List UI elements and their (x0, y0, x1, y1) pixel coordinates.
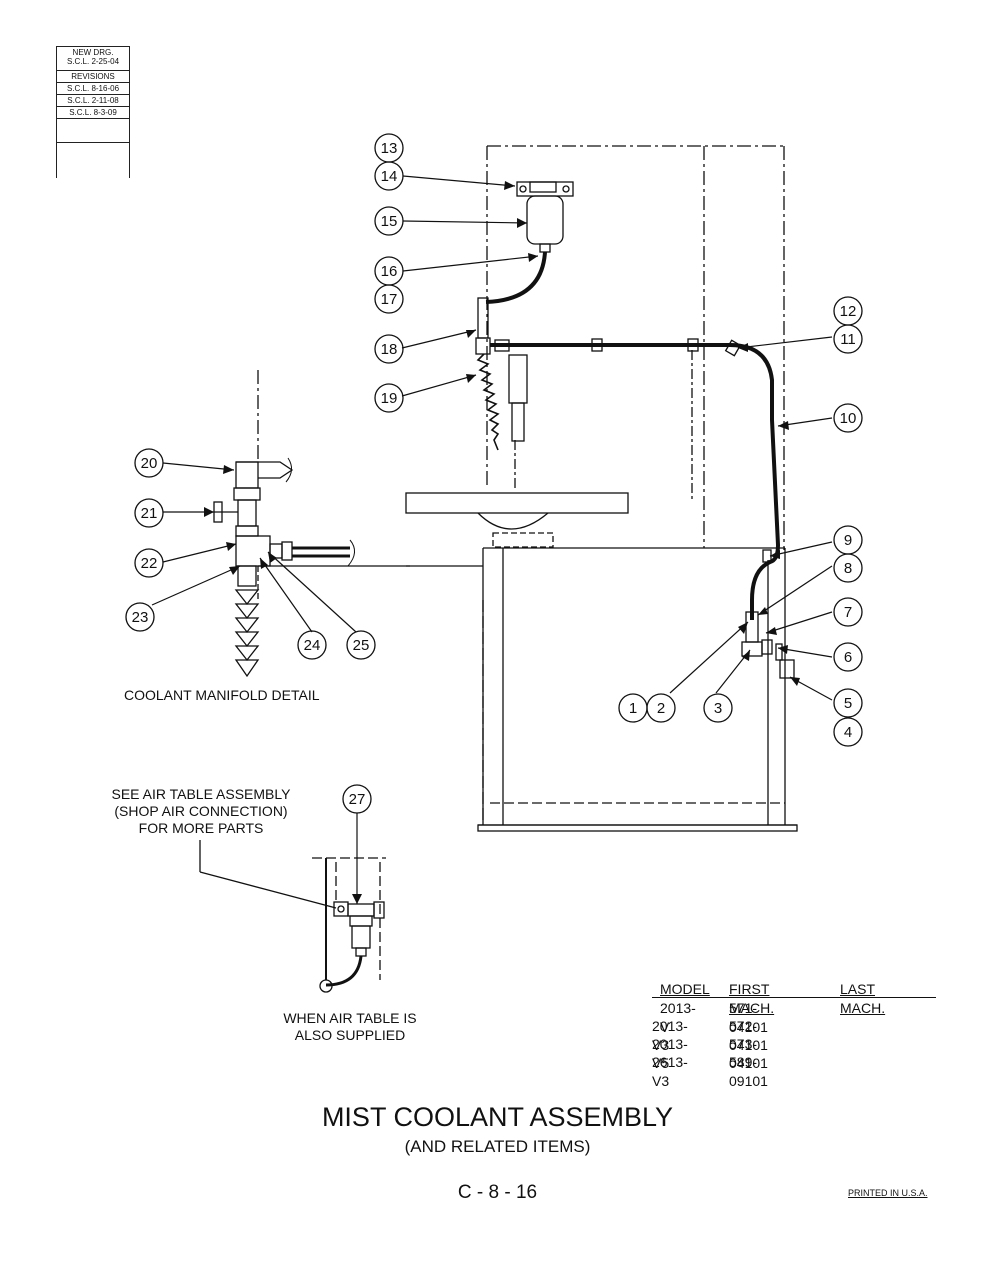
manifold-detail (213, 370, 410, 678)
callout-2 (646, 693, 676, 723)
callout-17 (374, 284, 404, 314)
callout-number: 25 (353, 637, 370, 654)
callout-11 (833, 324, 863, 354)
callout-number: 7 (844, 604, 852, 621)
callout-number: 22 (141, 555, 158, 572)
page-number: C - 8 - 16 (457, 1182, 538, 1203)
revision-row-blank (57, 118, 129, 143)
callout-number: 27 (349, 791, 366, 808)
callout-19 (374, 383, 404, 413)
callout-number: 20 (141, 455, 158, 472)
callout-14 (374, 161, 404, 191)
model-table-header: MODEL (660, 981, 710, 997)
callout-number: 23 (132, 609, 149, 626)
callout-21 (134, 498, 164, 528)
revision-row: S.C.L. 2-25-04 (66, 57, 120, 66)
air-table-note-line3: FOR MORE PARTS (138, 820, 264, 836)
model-table-header: LAST MACH. (840, 981, 886, 1016)
model-cell: 2613-V3 (652, 1054, 688, 1089)
callout-number: 21 (141, 505, 158, 522)
callout-number: 3 (714, 700, 722, 717)
callout-numbers: 13 14 15 16 17 18 19 12 11 10 9 8 7 6 5 … (132, 140, 857, 808)
callout-15 (374, 206, 404, 236)
callout-10 (833, 403, 863, 433)
revision-row: S.C.L. 2-11-08 (57, 94, 129, 106)
callout-24 (297, 630, 327, 660)
revision-block: NEW DRG. S.C.L. 2-25-04 REVISIONS S.C.L.… (56, 46, 130, 178)
saw-frame (405, 145, 798, 832)
callout-balloons (125, 133, 863, 814)
leader-lines (151, 175, 833, 904)
callout-number: 13 (381, 140, 398, 157)
callout-6 (833, 642, 863, 672)
model-cell: 2013-V (660, 1000, 696, 1035)
air-table-supplied-line2: ALSO SUPPLIED (294, 1027, 406, 1043)
callout-number: 6 (844, 649, 852, 666)
page-title: MIST COOLANT ASSEMBLY (321, 1102, 674, 1132)
callout-23 (125, 602, 155, 632)
revision-row: S.C.L. 8-3-09 (57, 106, 129, 118)
coolant-tank (475, 181, 574, 451)
first-mach-cell: 571-04101 (729, 1000, 768, 1035)
callout-number: 4 (844, 724, 852, 741)
manifold-detail-label: COOLANT MANIFOLD DETAIL (124, 687, 320, 703)
first-mach-cell: 572-04101 (729, 1018, 768, 1053)
callout-number: 5 (844, 695, 852, 712)
air-table-detail (199, 840, 386, 993)
callout-number: 17 (381, 291, 398, 308)
callout-4 (833, 717, 863, 747)
callout-number: 2 (657, 700, 665, 717)
callout-22 (134, 548, 164, 578)
air-table-note-line1: SEE AIR TABLE ASSEMBLY (111, 786, 291, 802)
callout-number: 10 (840, 410, 857, 427)
model-table-rule (652, 997, 936, 998)
callout-number: 14 (381, 168, 398, 185)
callout-number: 18 (381, 341, 398, 358)
leader-arrowheads (204, 181, 800, 904)
callout-number: 1 (629, 700, 637, 717)
callout-number: 8 (844, 560, 852, 577)
callout-number: 15 (381, 213, 398, 230)
callout-number: 19 (381, 390, 398, 407)
callout-number: 11 (840, 331, 856, 348)
callout-18 (374, 334, 404, 364)
callout-3 (703, 693, 733, 723)
callout-number: 24 (304, 637, 321, 654)
callout-20 (134, 448, 164, 478)
callout-number: 16 (381, 263, 398, 280)
revision-row: REVISIONS (57, 70, 129, 82)
revision-row: NEW DRG. (57, 46, 129, 58)
callout-27 (342, 784, 372, 814)
callout-7 (833, 597, 863, 627)
first-mach-cell: 573-04101 (729, 1036, 768, 1071)
air-table-note-line2: (SHOP AIR CONNECTION) (114, 803, 288, 819)
air-table-supplied-line1: WHEN AIR TABLE IS (283, 1010, 417, 1026)
callout-5 (833, 688, 863, 718)
callout-25 (346, 630, 376, 660)
model-cell: 2013-V5 (652, 1036, 688, 1071)
printed-in-usa: PRINTED IN U.S.A. (848, 1188, 928, 1198)
callout-8 (833, 553, 863, 583)
callout-number: 9 (844, 532, 852, 549)
revision-row: S.C.L. 8-16-06 (57, 82, 129, 94)
callout-number: 12 (840, 303, 857, 320)
model-table-header: FIRST MACH. (729, 981, 775, 1016)
first-mach-cell: 589-09101 (729, 1054, 768, 1089)
page-subtitle: (AND RELATED ITEMS) (404, 1137, 591, 1156)
coolant-line (490, 338, 795, 679)
revision-row-blank (57, 142, 129, 179)
model-cell: 2013-V3 (652, 1018, 688, 1053)
